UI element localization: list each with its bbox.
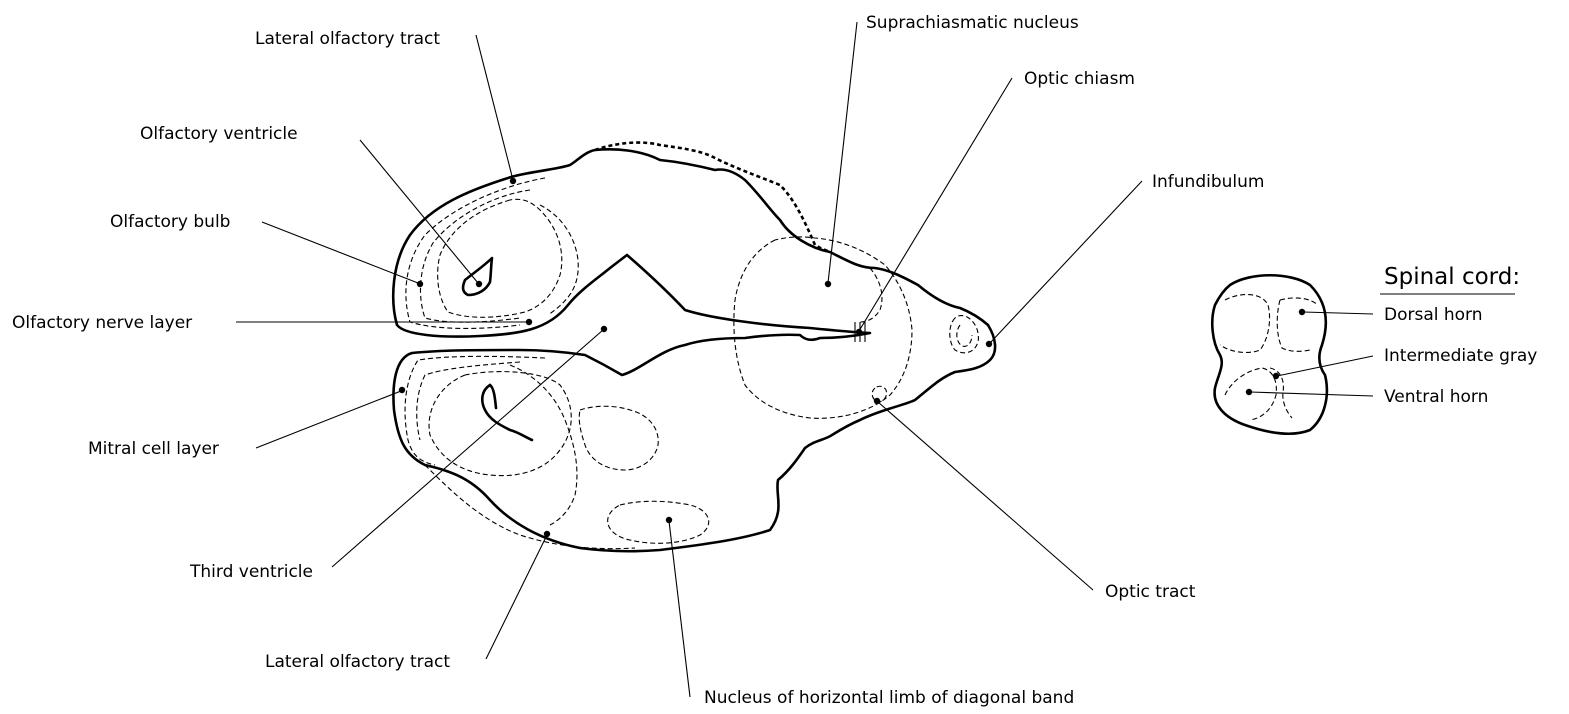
label-optic-tract: Optic tract [1105,582,1196,602]
leader-mitral-cell-layer [256,391,401,448]
spinal-cord-title: Spinal cord: [1384,264,1520,290]
labels: Lateral olfactory tract Olfactory ventri… [12,13,1537,708]
marker-suprachiasmatic-nucleus [825,281,831,287]
marker-third-ventricle [601,326,607,332]
diagonal-band-nucleus-outline [608,501,709,543]
label-infundibulum: Infundibulum [1152,172,1264,192]
marker-olfactory-bulb [417,281,423,287]
label-suprachiasmatic-nucleus: Suprachiasmatic nucleus [866,13,1079,33]
lower-layer-6 [425,465,635,549]
leader-lateral-olfactory-tract-top [476,35,513,180]
label-olfactory-ventricle: Olfactory ventricle [140,124,298,144]
leader-dorsal-horn [1303,312,1373,314]
marker-mitral-cell-layer [399,387,405,393]
mitral-loop-tip [490,385,496,408]
lower-layer-4 [510,365,577,525]
infundibulum-inner [950,316,979,353]
lower-layer-5 [579,406,658,470]
marker-lateral-olfactory-tract-top [510,178,516,184]
leader-ventral-horn [1250,392,1373,396]
label-lateral-olfactory-tract-bottom: Lateral olfactory tract [265,652,450,672]
hypothalamus-outline [734,237,912,418]
marker-ventral-horn [1246,389,1252,395]
label-nucleus-horizontal-limb: Nucleus of horizontal limb of diagonal b… [704,688,1074,708]
label-optic-chiasm: Optic chiasm [1024,69,1135,89]
spinal-cord-section [1212,275,1327,434]
leader-olfactory-bulb [262,222,418,283]
label-ventral-horn: Ventral horn [1384,387,1488,407]
olfactory-ventricle-shape [463,258,492,295]
label-lateral-olfactory-tract-top: Lateral olfactory tract [255,29,440,49]
marker-intermediate-gray [1273,373,1279,379]
marker-infundibulum [986,341,992,347]
marker-dorsal-horn [1299,309,1305,315]
mitral-loop [482,385,532,440]
label-intermediate-gray: Intermediate gray [1384,346,1537,366]
marker-olfactory-ventricle [476,281,482,287]
label-olfactory-bulb: Olfactory bulb [110,212,230,232]
left-dorsal-horn-outline [1220,295,1270,353]
leader-suprachiasmatic-nucleus [828,22,857,283]
spinal-cord-outline [1212,275,1327,434]
marker-olfactory-nerve-layer [526,319,532,325]
leaders [236,22,1515,697]
leader-olfactory-ventricle [360,140,478,283]
brain-section [393,143,995,552]
marker-optic-tract [874,398,880,404]
marker-optic-chiasm [856,329,862,335]
bulb-layer-3 [438,199,562,317]
marker-lateral-olfactory-tract-bottom [544,531,550,537]
leader-third-ventricle [332,330,603,567]
label-dorsal-horn: Dorsal horn [1384,305,1483,325]
label-olfactory-nerve-layer: Olfactory nerve layer [12,313,192,333]
leader-infundibulum [990,181,1142,343]
leader-optic-tract [878,402,1093,590]
upper-hemisphere-outline [393,149,995,551]
marker-nucleus-horizontal-limb [666,517,672,523]
right-dorsal-horn-outline [1277,298,1318,351]
chiasm-region [860,268,882,322]
leader-optic-chiasm [859,78,1012,331]
leader-lateral-olfactory-tract-bottom [486,535,547,659]
label-third-ventricle: Third ventricle [189,562,313,582]
label-mitral-cell-layer: Mitral cell layer [88,439,219,459]
infundibulum-inner-2 [957,325,972,346]
